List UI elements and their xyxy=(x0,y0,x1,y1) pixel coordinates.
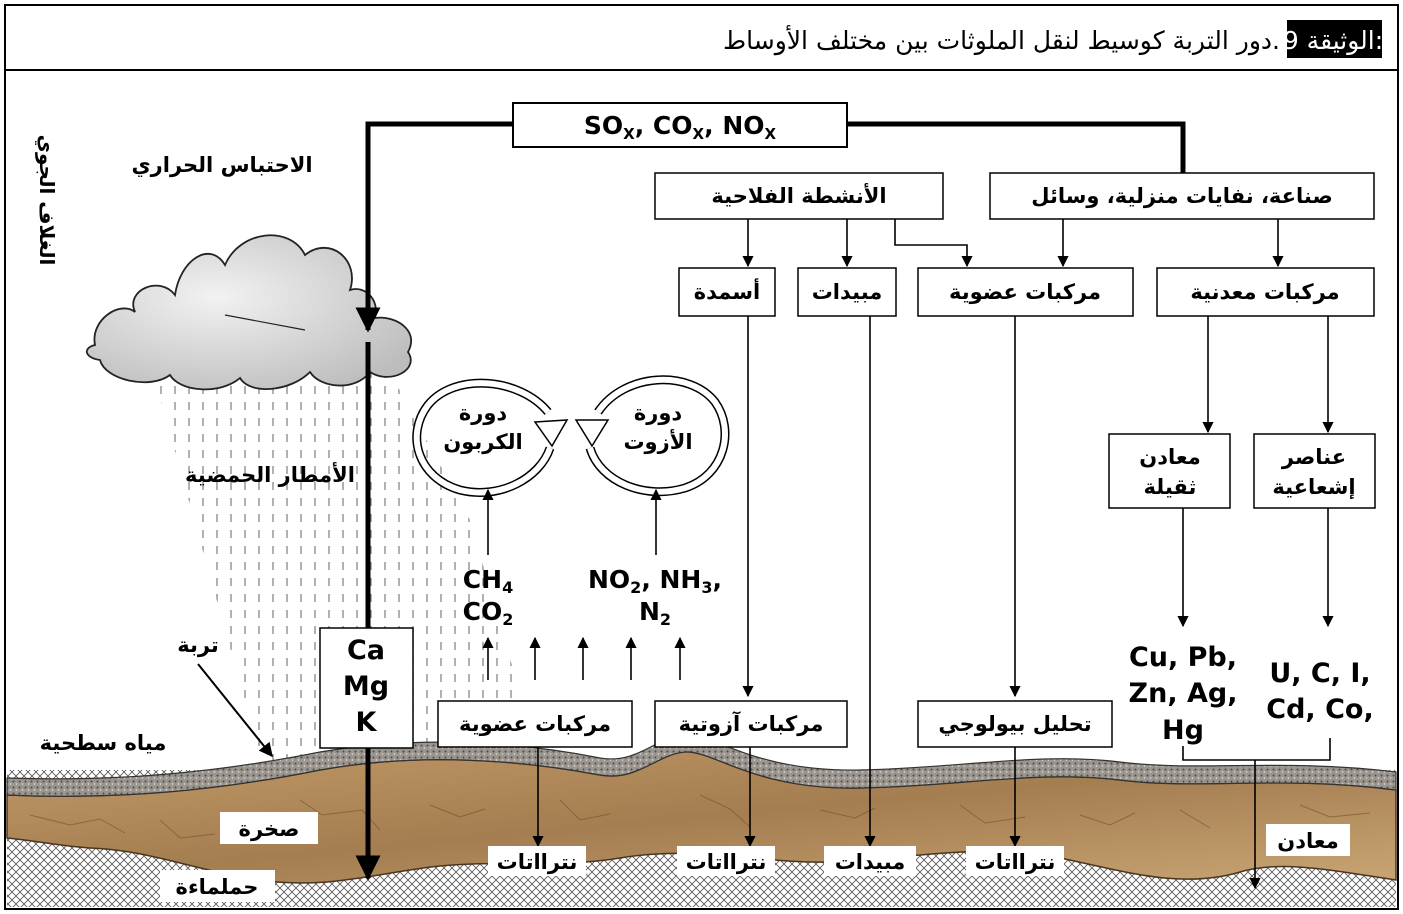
carbon-cycle-line1: دورة xyxy=(459,401,508,425)
acid-rain-shaft xyxy=(155,345,545,790)
pesticides-box xyxy=(797,267,897,317)
agriculture-label: الأنشطة الفلاحية xyxy=(711,182,886,208)
pesticides-label: مبيدات xyxy=(812,280,883,304)
radioactive-line1: عناصر xyxy=(1281,445,1346,469)
heavy-list-line2: Zn, Ag, xyxy=(1129,678,1238,709)
radio-list-line1: U, C, I, xyxy=(1269,658,1370,689)
carbon-gas-co2: CO2 xyxy=(463,597,514,629)
industry-label: صناعة، نفايات منزلية، وسائل xyxy=(1031,184,1333,208)
fertilizers-box xyxy=(678,267,776,317)
acid-rain-label: الأمطار الحمضية xyxy=(185,461,355,487)
nitrogen-cycle-line1: دورة xyxy=(634,401,683,425)
nitrates-3-bg xyxy=(966,846,1064,876)
minerals-label: معادن xyxy=(1277,829,1338,853)
greenhouse-label: الاحتباس الحراري xyxy=(131,153,312,178)
radioactive-line2: إشعاعية xyxy=(1272,475,1355,499)
atmosphere-label: الغلاف الجوي xyxy=(34,135,59,266)
nitrogen-gas-n2: N2 xyxy=(639,597,671,629)
organic-label: مركبات عضوية xyxy=(949,280,1101,304)
document-badge-bg xyxy=(1287,20,1382,58)
minerals-label-bg xyxy=(1266,824,1350,856)
soil-pointer-arrow xyxy=(197,663,273,758)
heavy-metals-box xyxy=(1108,433,1231,509)
heavy-list-line3: Hg xyxy=(1162,715,1204,746)
aquifer-label-bg xyxy=(160,870,275,902)
agri-to-organic-arrow xyxy=(894,219,973,268)
cation-ca: Ca xyxy=(347,635,385,666)
carbon-gas-ch4: CH4 xyxy=(463,565,513,597)
metals-merge-line xyxy=(1182,738,1331,761)
fertilizers-label: أسمدة xyxy=(694,277,760,304)
radioactive-box xyxy=(1253,433,1376,509)
nitrogen-cycle-line2: الأزوت xyxy=(623,428,692,454)
organic-box xyxy=(917,267,1134,317)
mineral-label: مركبات معدنية xyxy=(1190,280,1339,304)
pesticides-ground-label: مبيدات xyxy=(835,850,906,874)
agriculture-box xyxy=(654,172,944,220)
bio-analysis-label: تحليل بيولوجي xyxy=(938,712,1091,736)
rock-texture xyxy=(29,794,1371,839)
heavy-metals-line2: ثقيلة xyxy=(1144,475,1197,499)
industry-to-gas-line xyxy=(847,121,1186,176)
gas-label: SOX, COX, NOX xyxy=(584,111,777,143)
rock-label-bg xyxy=(220,812,318,844)
surface-water-label: مياه سطحية xyxy=(40,731,167,755)
nitrogen-compounds-box xyxy=(654,700,848,748)
soil-label: تربة xyxy=(177,633,219,657)
carbon-cycle xyxy=(412,378,569,497)
cloud-line xyxy=(224,314,306,331)
radio-list-line2: Cd, Co, xyxy=(1266,694,1373,725)
nitrogen-gas-line1: NO2, NH3, xyxy=(588,565,722,597)
document-caption: دور التربة كوسيط لنقل الملوثات بين مختلف… xyxy=(723,24,1280,56)
nitrates-2-label: نترااتات xyxy=(686,850,767,874)
gas-box xyxy=(512,102,848,148)
gas-to-cloud-arrow xyxy=(355,121,513,333)
nitrates-3-label: نترااتات xyxy=(975,850,1056,874)
pesticides-ground-bg xyxy=(824,846,916,876)
soil-organic-label: مركبات عضوية xyxy=(459,712,611,736)
cation-mg: Mg xyxy=(343,671,389,702)
nitrogen-compounds-label: مركبات آزوتية xyxy=(679,711,824,736)
industry-box xyxy=(989,172,1375,220)
nitrates-1-label: نترااتات xyxy=(497,850,578,874)
cloud xyxy=(86,234,412,391)
document-badge: الوثيقة 9: xyxy=(1283,26,1383,55)
nitrates-2-bg xyxy=(677,846,775,876)
heavy-list-line1: Cu, Pb, xyxy=(1129,642,1237,673)
rock-label: صخرة xyxy=(239,817,300,841)
aquifer-label: حملماءة xyxy=(176,875,259,899)
cation-k: K xyxy=(356,707,378,738)
soil-organic-box xyxy=(437,700,633,748)
cations-box xyxy=(319,627,414,749)
heavy-metals-line1: معادن xyxy=(1139,445,1200,469)
mineral-box xyxy=(1156,267,1375,317)
nitrogen-cycle xyxy=(574,375,730,497)
nitrates-1-bg xyxy=(488,846,586,876)
carbon-cycle-line2: الكربون xyxy=(443,430,522,454)
upward-gas-arrows xyxy=(482,636,686,680)
outer-frame xyxy=(4,4,1399,910)
soil-gravel-layer xyxy=(6,734,1397,797)
bio-analysis-box xyxy=(917,700,1113,748)
